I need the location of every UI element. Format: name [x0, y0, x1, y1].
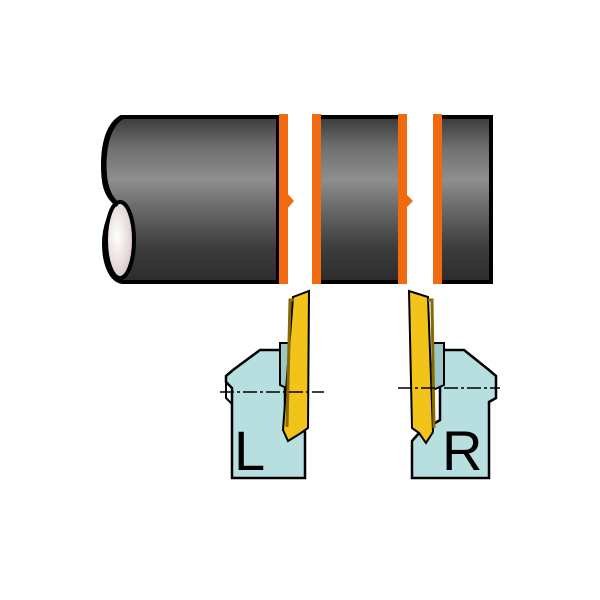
cut-burr-2: [406, 194, 413, 208]
holder-right-body: [410, 348, 498, 480]
label-left: L: [234, 419, 265, 482]
tool-holder-left: L: [220, 289, 324, 482]
insert-left-edge: [285, 298, 294, 428]
parting-cuts: [279, 114, 442, 284]
tool-holder-right: R: [398, 289, 500, 482]
cut-face-2b: [433, 114, 442, 284]
workpiece-segment-2: [315, 115, 405, 284]
workpiece: [100, 114, 493, 284]
insert-right-edge: [428, 298, 436, 429]
cut-face-2a: [398, 114, 407, 284]
insert-right: [407, 289, 435, 445]
label-right: R: [442, 419, 482, 482]
cut-burr-1: [287, 193, 294, 209]
cut-face-1a: [279, 114, 288, 284]
workpiece-segment-3: [438, 115, 493, 284]
workpiece-break-line: [101, 114, 124, 207]
cut-face-1b: [312, 114, 321, 284]
insert-left: [281, 289, 311, 443]
holder-left-tab: [225, 382, 233, 405]
workpiece-end-face: [104, 200, 136, 280]
